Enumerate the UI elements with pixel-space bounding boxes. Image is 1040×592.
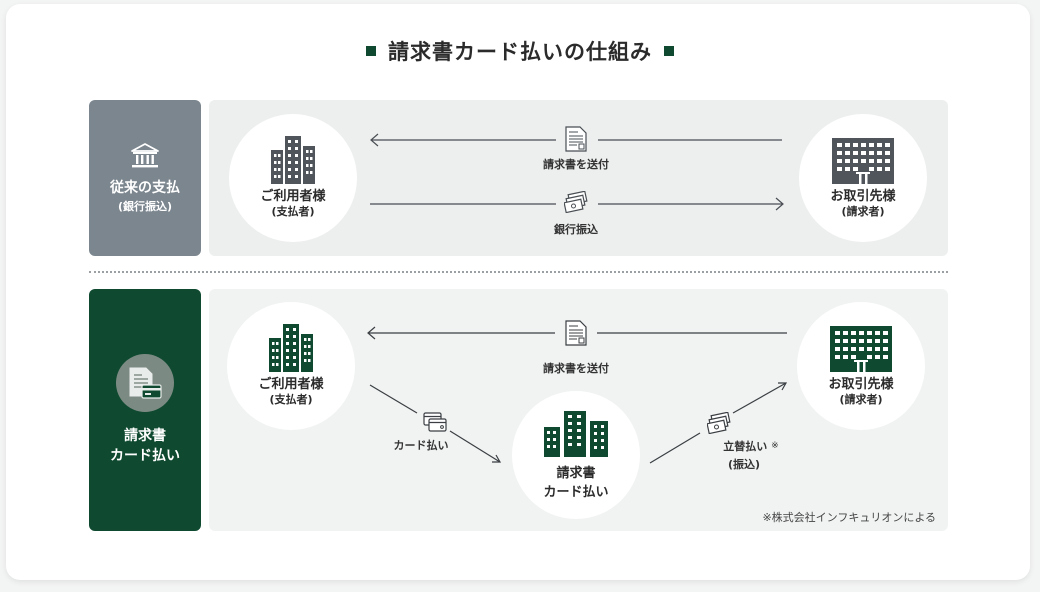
card-label-line1: 請求書: [124, 428, 166, 444]
traditional-invoice-label: 請求書を送付: [543, 158, 609, 171]
credit-card-icon: [423, 412, 447, 432]
office-building-icon: [269, 324, 313, 372]
traditional-transfer-arrowhead: [775, 197, 784, 211]
traditional-label-box: 従来の支払 (銀行振込): [89, 100, 201, 256]
traditional-user-circle: ご利用者様 (支払者): [229, 114, 357, 242]
money-bills-icon: [707, 412, 731, 434]
card-service-name-line1: 請求書: [556, 466, 596, 481]
card-advance-sublabel: (振込): [727, 458, 761, 471]
traditional-partner-circle: お取引先様 (請求者): [799, 114, 927, 242]
card-partner-name: お取引先様: [828, 377, 894, 392]
card-user-role: (支払者): [269, 393, 313, 406]
card-invoice-label: 請求書を送付: [543, 362, 609, 375]
card-service-name-line2: カード払い: [543, 485, 609, 500]
page-title: 請求書カード払いの仕組み: [0, 36, 1040, 66]
title-square-right: [664, 46, 674, 56]
card-payment-label: カード払い: [393, 439, 449, 452]
title-text: 請求書カード払いの仕組み: [388, 40, 652, 64]
invoice-document-icon: [565, 320, 587, 346]
company-building-icon: [832, 138, 894, 184]
company-building-icon: [830, 326, 892, 372]
bank-icon: [131, 142, 159, 167]
traditional-invoice-arrowhead: [370, 133, 379, 147]
traditional-partner-role: (請求者): [841, 205, 885, 218]
card-payment-arrow-line-lower: [449, 430, 501, 463]
card-label-box: 請求書 カード払い: [89, 289, 201, 531]
invoice-document-icon: [565, 126, 587, 152]
traditional-transfer-label: 銀行振込: [554, 223, 598, 236]
card-payment-arrowhead: [492, 454, 502, 463]
traditional-sublabel: (銀行振込): [117, 199, 173, 213]
office-building-icon: [271, 136, 315, 184]
card-advance-label: 立替払い ※: [718, 439, 784, 454]
card-payment-arrow-line-upper: [369, 384, 418, 414]
traditional-arrows: [370, 133, 784, 211]
title-square-left: [366, 46, 376, 56]
card-advance-mark: ※: [771, 441, 779, 451]
invoice-card-icon: [116, 354, 174, 412]
card-advance-arrow-line-lower: [649, 432, 701, 464]
traditional-label: 従来の支払: [110, 179, 180, 196]
card-invoice-arrowhead: [367, 326, 376, 340]
traditional-partner-name: お取引先様: [830, 189, 896, 204]
card-arrows: [367, 326, 788, 464]
card-partner-role: (請求者): [839, 393, 883, 406]
card-service-circle: 請求書 カード払い: [512, 391, 640, 519]
footnote: ※株式会社インフキュリオンによる: [762, 511, 936, 524]
card-advance-text: 立替払い: [723, 440, 768, 453]
card-user-circle: ご利用者様 (支払者): [227, 302, 355, 430]
traditional-user-name: ご利用者様: [260, 189, 326, 204]
card-label-line2: カード払い: [110, 448, 180, 464]
section-divider: [89, 271, 948, 273]
money-bills-icon: [564, 191, 588, 213]
card-partner-circle: お取引先様 (請求者): [797, 302, 925, 430]
office-building-icon: [544, 411, 608, 457]
traditional-user-role: (支払者): [271, 205, 315, 218]
card-advance-arrow-line-upper: [732, 382, 787, 414]
card-advance-arrowhead: [778, 382, 788, 391]
card-user-name: ご利用者様: [258, 377, 324, 392]
